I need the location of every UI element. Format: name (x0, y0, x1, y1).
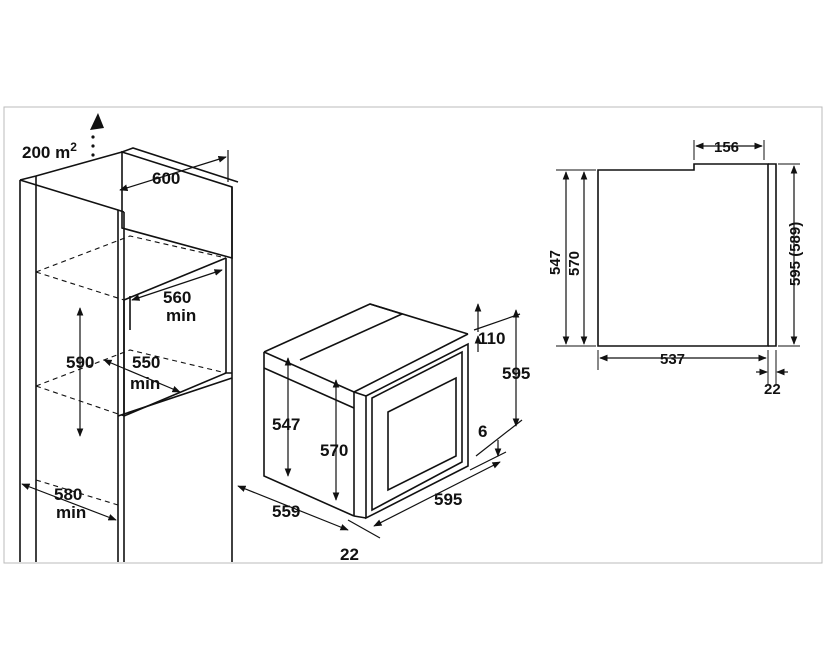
bottom-gap-label: 6 (478, 422, 487, 441)
niche-depth-label: 560 (163, 288, 191, 307)
door-thickness-label: 22 (340, 545, 359, 564)
niche-height-label: 590 (66, 353, 94, 372)
side-body-depth-label: 537 (660, 351, 685, 368)
oven-side-view (556, 140, 800, 384)
oven-depth-label: 559 (272, 502, 300, 521)
side-front-height-label: 595 (589) (787, 222, 804, 286)
side-inner-height-label: 570 (566, 251, 583, 276)
side-depth-min-label: min (56, 503, 86, 522)
oven-3d-drawing (237, 303, 523, 539)
diagram-frame (3, 106, 823, 564)
side-body-height-label: 547 (547, 250, 564, 275)
inner-height-label: 570 (320, 441, 348, 460)
handle-depth-label: 156 (714, 139, 739, 156)
floor-depth-min-label: min (130, 374, 160, 393)
ventilation-label: 200 m2 (22, 140, 77, 162)
ventilation-arrow-icon (90, 113, 104, 130)
niche-depth-min-label: min (166, 306, 196, 325)
cabinet-width-label: 600 (152, 169, 180, 188)
top-gap-label: 110 (478, 329, 505, 348)
side-door-thickness-label: 22 (764, 381, 781, 398)
front-width-label: 595 (434, 490, 462, 509)
side-depth-label: 580 (54, 485, 82, 504)
front-height-label: 595 (502, 364, 530, 383)
floor-depth-label: 550 (132, 353, 160, 372)
cabinet-drawing (19, 113, 239, 562)
body-height-label: 547 (272, 415, 300, 434)
